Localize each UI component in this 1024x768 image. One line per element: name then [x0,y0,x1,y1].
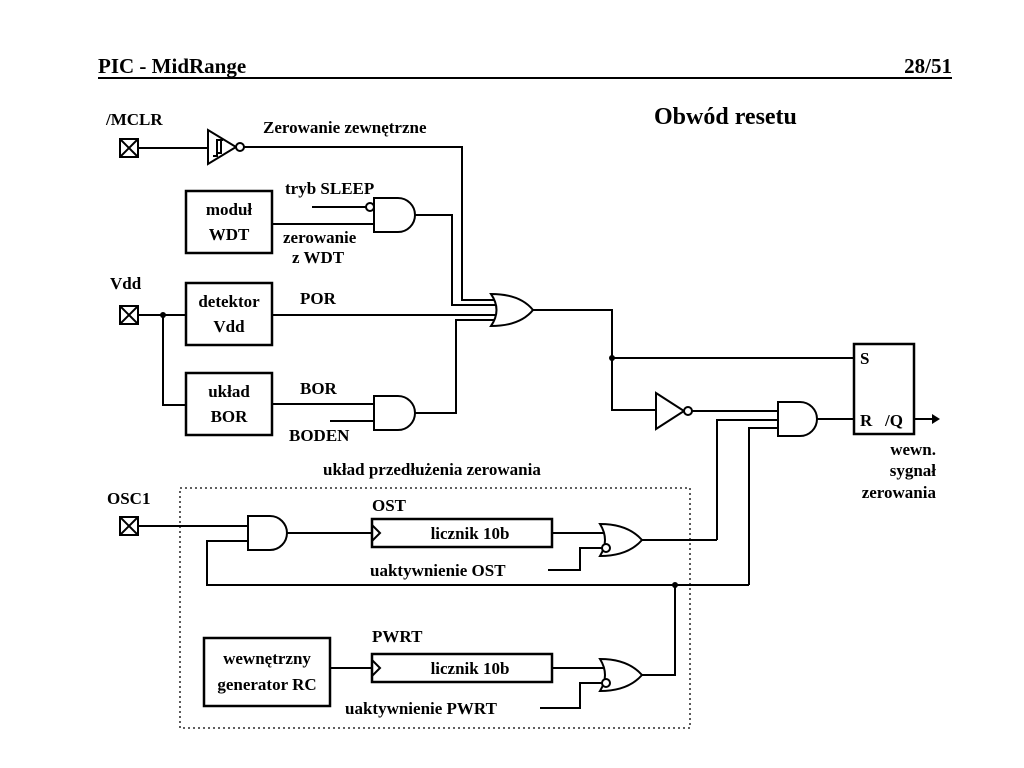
or-gate-ost-inverted-input [601,543,611,553]
block-wdt-label-1: moduł [206,200,253,219]
wire-ost-enable [548,547,602,571]
label-ost-enable: uaktywnienie OST [370,561,506,580]
label-pwrt-enable: uaktywnienie PWRT [345,699,498,718]
wire-pwrt-enable [540,682,602,709]
label-wdt-reset-2: z WDT [292,248,345,267]
counter-ost-clock-icon [371,524,382,542]
label-sleep-mode: tryb SLEEP [285,179,374,198]
wire-ost-to-and [716,419,778,540]
block-bor-label-2: BOR [211,407,249,426]
label-ost: OST [372,496,407,515]
flip-flop-r: R [860,411,873,430]
schmitt-inverter [207,128,245,166]
block-bor-label-1: układ [208,382,250,401]
and-gate-wdt [365,197,416,233]
pin-label-mclr: /MCLR [105,110,163,129]
block-bor [184,371,274,437]
wire-or-out [533,309,656,411]
block-rc-generator-label-2: generator RC [217,675,316,694]
label-pwrt: PWRT [372,627,423,646]
flip-flop-s: S [860,349,869,368]
label-wdt-reset-1: zerowanie [283,228,357,247]
and-gate-ost [247,515,288,551]
label-boden: BODEN [289,426,350,445]
output-arrow [932,414,940,424]
sr-flip-flop [852,342,916,436]
label-bor: BOR [300,379,338,398]
wire-feedback [206,540,749,586]
wire-vdd-bor [162,315,186,406]
and-gate-final [777,401,818,437]
page-number: 28/51 [904,54,952,78]
counter-ost-label: licznik 10b [431,524,510,543]
output-label-1: wewn. [890,440,936,459]
label-extension-circuit: układ przedłużenia zerowania [323,460,541,479]
diagram-title: Obwód resetu [654,104,797,130]
wire-wdt-and-out [415,214,497,306]
header-left: PIC - MidRange [98,54,246,78]
block-wdt [184,189,274,255]
block-vdd-detector-label-1: detektor [198,292,260,311]
counter-pwrt-label: licznik 10b [431,659,510,678]
or-gate-pwrt-inverted-input [601,678,611,688]
flip-flop-q: /Q [884,411,903,430]
block-rc-generator [202,636,332,708]
pin-label-osc1: OSC1 [107,489,150,508]
label-por: POR [300,289,337,308]
pin-mclr [119,138,139,158]
block-vdd-detector-label-2: Vdd [213,317,245,336]
pin-osc1 [119,516,139,536]
wire-external-reset [244,146,497,301]
block-rc-generator-label-1: wewnętrzny [223,649,311,668]
pin-vdd [119,305,139,325]
wire-pwrt-or-out [642,585,676,676]
counter-pwrt [370,652,554,684]
wire-bor-and-out [415,319,497,414]
label-external-reset: Zerowanie zewnętrzne [263,118,427,137]
output-label-3: zerowania [862,483,937,502]
counter-pwrt-clock-icon [371,659,382,677]
inverter [655,391,693,431]
pin-label-vdd: Vdd [110,274,142,293]
output-label-2: sygnał [890,461,937,480]
wire-feedback-to-and [748,427,778,585]
and-gate-bor [373,395,416,431]
block-wdt-label-2: WDT [209,225,250,244]
extension-circuit-box [179,487,691,729]
or-gate-main [489,292,535,328]
